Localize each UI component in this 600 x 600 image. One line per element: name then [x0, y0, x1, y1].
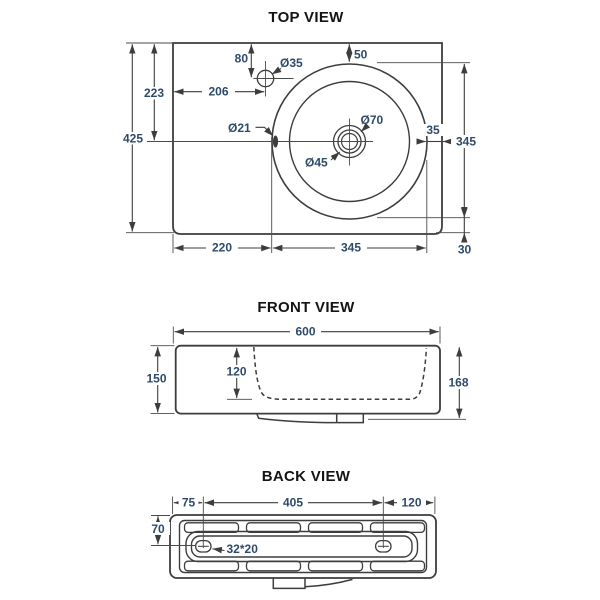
dim-bowl-depth: 120 [226, 365, 246, 379]
dim-overall-height: 168 [448, 376, 468, 390]
top-basin-outline [172, 42, 443, 235]
back-rib-pockets-bottom [183, 560, 426, 572]
dim-bowl-diameter-horizontal: 345 [341, 241, 361, 255]
bowl-hidden-profile [253, 346, 428, 401]
back-waste-outlet [272, 577, 353, 590]
dim-waste-diameter: Ø45 [305, 156, 328, 170]
dim-bowl-diameter-vertical: 345 [456, 135, 476, 149]
dim-bowl-right-gap: 35 [426, 123, 440, 137]
dim-waste-flange-diameter: Ø70 [361, 113, 384, 127]
front-dimension-lines [154, 328, 463, 419]
dim-overall-depth: 425 [123, 132, 143, 146]
dim-slot-left-offset: 75 [182, 496, 196, 510]
back-view: BACK VIEW 75 405 120 70 32*20 [146, 468, 437, 590]
dim-front-height: 150 [146, 372, 166, 386]
dim-tap-offset-y: 80 [235, 52, 249, 66]
dim-basin-center-from-top: 223 [144, 86, 164, 100]
top-leader-lines [255, 66, 371, 161]
dim-bowl-top-gap: 50 [354, 48, 368, 62]
dim-overall-width: 600 [295, 325, 315, 339]
front-basin-outline [174, 344, 441, 415]
back-outline [169, 514, 437, 579]
dim-slot-size: 32*20 [227, 542, 259, 556]
back-mounting-channel [185, 530, 419, 563]
dim-overflow-diameter: Ø21 [228, 121, 251, 135]
front-waste-outlet [256, 413, 365, 424]
dim-tap-diameter: Ø35 [280, 56, 303, 70]
top-extension-lines [126, 42, 470, 253]
dim-slot-top-offset: 70 [151, 522, 165, 536]
back-rib-pockets-top [183, 522, 426, 534]
top-view: TOP VIEW 80 Ø35 50 206 223 425 Ø21 Ø70 Ø… [119, 9, 481, 257]
tap-hole [253, 61, 294, 97]
top-view-title: TOP VIEW [268, 9, 344, 26]
front-extension-lines [150, 326, 466, 420]
back-dimension-lines [154, 499, 434, 554]
back-inner-wall [178, 519, 428, 574]
dim-slot-right-offset: 120 [401, 496, 421, 510]
dim-shelf-width: 220 [212, 241, 232, 255]
overflow-hole-mark [272, 135, 279, 148]
back-extension-lines [151, 496, 436, 548]
dim-slot-spacing: 405 [283, 496, 303, 510]
front-view: FRONT VIEW 600 150 120 168 [142, 299, 473, 424]
dim-tap-offset-x: 206 [208, 85, 228, 99]
dim-bowl-bottom-gap: 30 [458, 243, 472, 257]
front-view-title: FRONT VIEW [257, 299, 355, 316]
back-view-title: BACK VIEW [262, 468, 351, 485]
